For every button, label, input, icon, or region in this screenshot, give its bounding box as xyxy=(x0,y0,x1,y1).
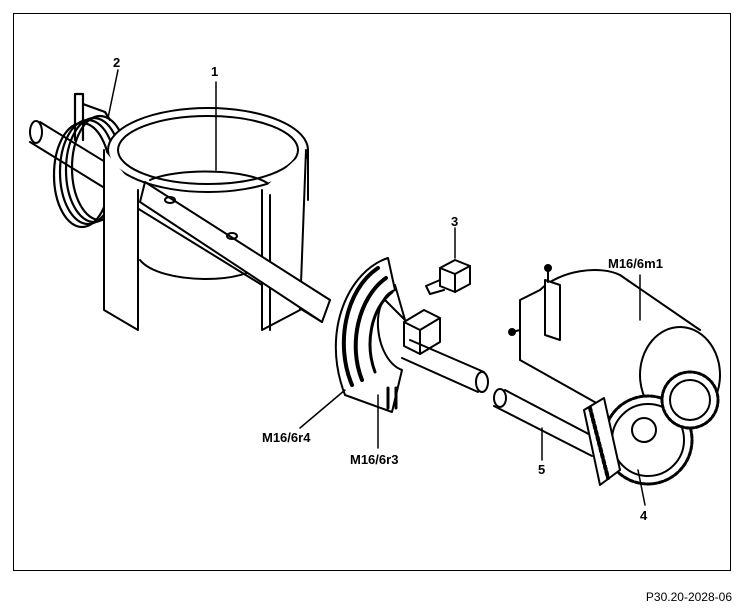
label-5: 5 xyxy=(538,462,546,477)
housing-cylinder xyxy=(103,107,309,331)
label-m16-6r4: M16/6r4 xyxy=(262,430,311,445)
output-shaft xyxy=(493,388,601,457)
inner-shaft xyxy=(139,181,331,323)
middle-shaft xyxy=(401,339,489,393)
reference-code: P30.20-2028-06 xyxy=(645,590,732,604)
label-m16-6m1: M16/6m1 xyxy=(608,256,663,271)
leader-2 xyxy=(107,69,119,119)
wiper-block xyxy=(403,309,441,355)
label-3: 3 xyxy=(451,214,459,229)
label-1: 1 xyxy=(211,64,219,79)
leader-lines xyxy=(107,69,646,506)
leader-r4 xyxy=(299,389,346,429)
small-block xyxy=(425,259,471,295)
gear-train xyxy=(583,370,720,486)
leader-4 xyxy=(637,469,646,506)
sector-potentiometer xyxy=(334,257,406,413)
label-2: 2 xyxy=(113,55,121,70)
label-m16-6r3: M16/6r3 xyxy=(350,452,399,467)
label-4: 4 xyxy=(640,508,648,523)
